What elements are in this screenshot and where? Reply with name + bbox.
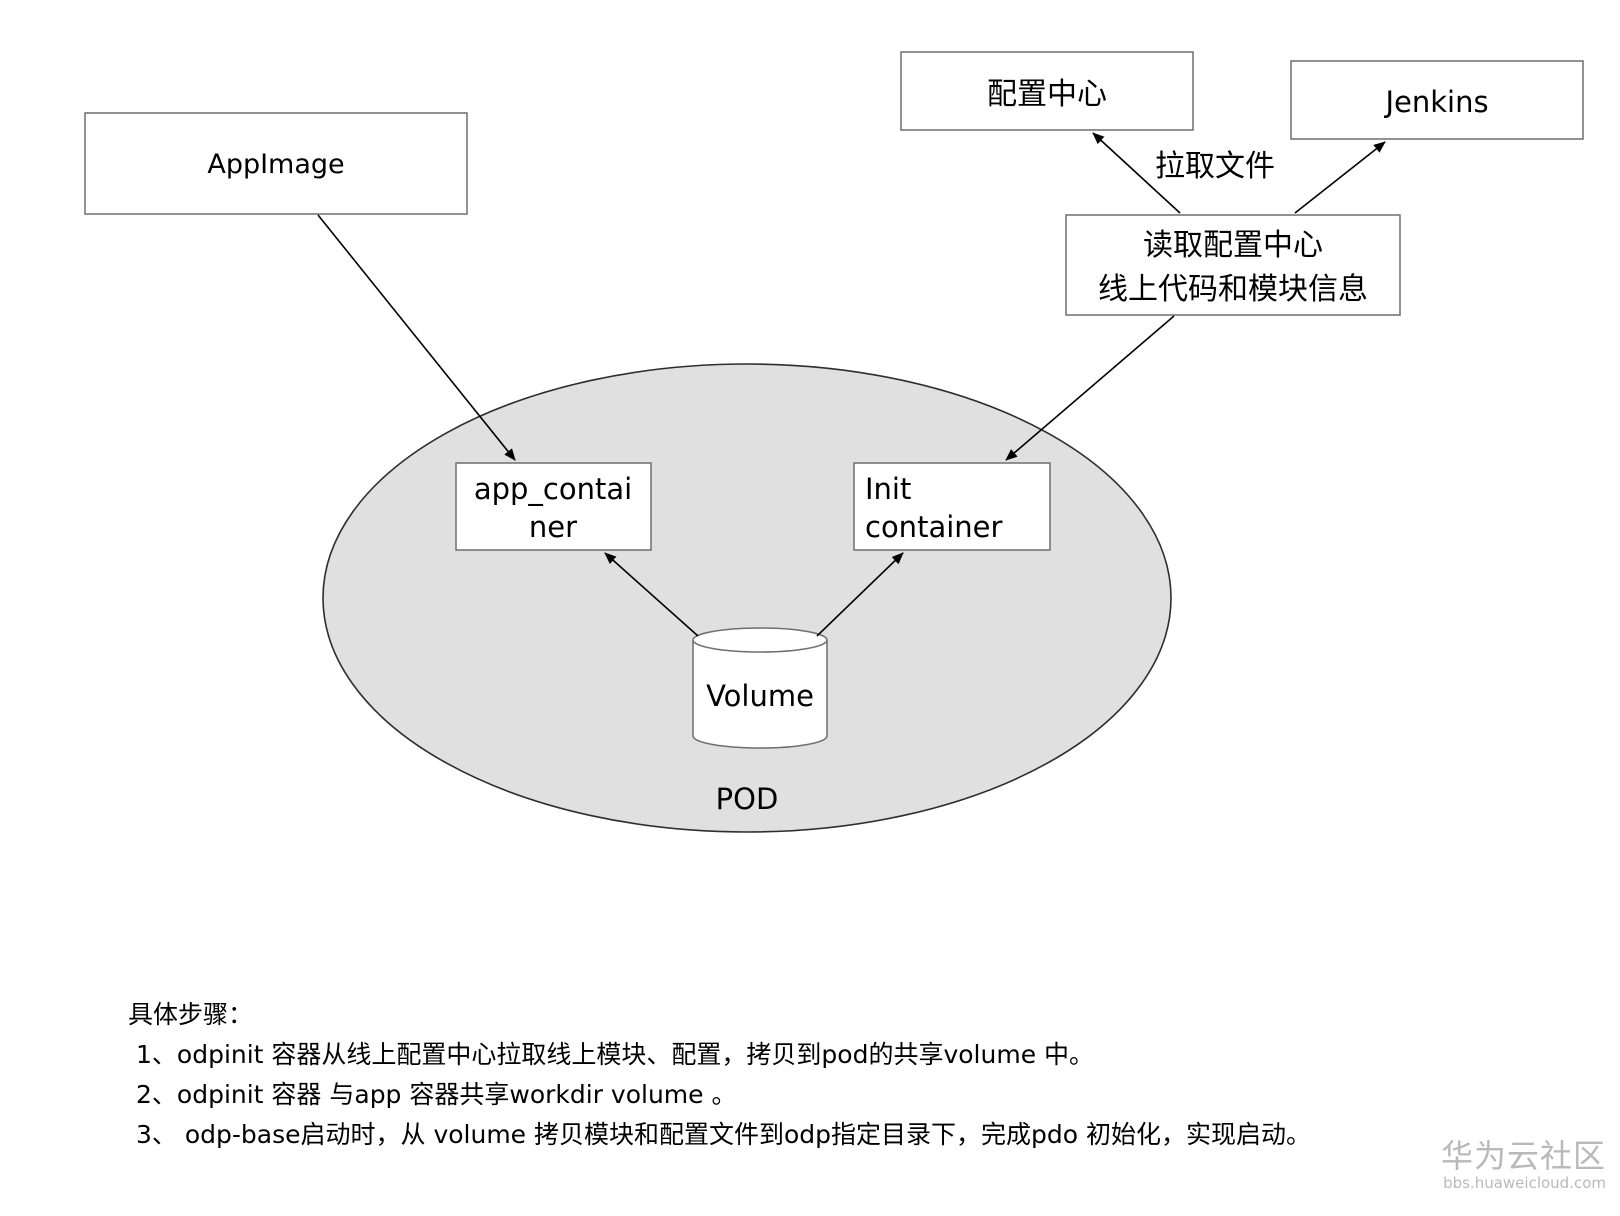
init-container-label-line2: container (865, 510, 1002, 544)
pod-label: POD (716, 782, 779, 816)
watermark-name: 华为云社区 (1440, 1137, 1606, 1175)
step-3: 3、 odp-base启动时，从 volume 拷贝模块和配置文件到odp指定目… (136, 1120, 1312, 1149)
steps-heading: 具体步骤： (128, 1000, 254, 1029)
appimage-label: AppImage (207, 149, 344, 180)
edge-volume-to-app-container (604, 552, 699, 637)
pull-files-label: 拉取文件 (1155, 149, 1275, 184)
step-2: 2、odpinit 容器 与app 容器共享workdir volume 。 (136, 1080, 737, 1109)
volume-cylinder: Volume (692, 627, 828, 749)
read-config-label-line2: 线上代码和模块信息 (1098, 272, 1368, 307)
init-container-node: Init container (853, 462, 1051, 551)
volume-label: Volume (706, 679, 814, 713)
config-center-label: 配置中心 (987, 77, 1107, 112)
jenkins-label: Jenkins (1383, 85, 1488, 119)
step-1: 1、odpinit 容器从线上配置中心拉取线上模块、配置，拷贝到pod的共享vo… (136, 1040, 1095, 1069)
pod-ellipse (322, 363, 1172, 833)
architecture-diagram: POD AppImage 配置中心 Jenkins 读取配置中心 线上代码和模块… (84, 51, 1584, 833)
config-center-node: 配置中心 (900, 51, 1194, 131)
jenkins-node: Jenkins (1290, 60, 1584, 140)
read-config-label-line1: 读取配置中心 (1143, 228, 1323, 263)
app-container-node: app_contai ner (455, 462, 652, 551)
read-config-node: 读取配置中心 线上代码和模块信息 (1065, 214, 1401, 316)
init-container-label-line1: Init (865, 472, 911, 506)
watermark-url: bbs.huaweicloud.com (1443, 1174, 1606, 1192)
edge-read-config-to-config-center (1092, 132, 1181, 214)
edge-volume-to-init-container (816, 552, 904, 637)
app-container-label-line1: app_contai (474, 472, 632, 506)
watermark: 华为云社区 bbs.huaweicloud.com (1428, 1138, 1606, 1192)
app-container-label-line2: ner (529, 510, 577, 544)
edge-read-config-to-init-container (1005, 315, 1175, 461)
edge-appimage-to-app-container (317, 214, 516, 461)
appimage-node: AppImage (84, 112, 468, 215)
steps-section: 具体步骤： 1、odpinit 容器从线上配置中心拉取线上模块、配置，拷贝到po… (128, 995, 1448, 1155)
edge-read-config-to-jenkins (1294, 141, 1386, 214)
